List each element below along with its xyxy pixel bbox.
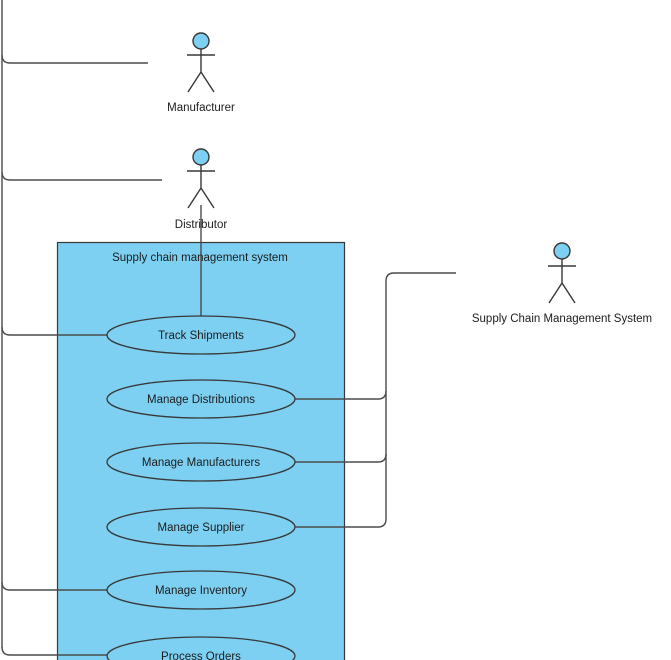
use-case-label: Manage Distributions (147, 394, 255, 406)
connector-scms-manage-supplier[interactable] (295, 272, 456, 528)
actor-label: Supply Chain Management System (472, 313, 652, 325)
connector-scms-manage-distributions[interactable] (295, 390, 387, 400)
use-case-ellipse (106, 570, 296, 610)
actor-head (553, 242, 571, 260)
actor-head (192, 32, 210, 50)
use-case-manage-inventory[interactable]: Manage Inventory (106, 570, 296, 610)
use-case-manage-distributions[interactable]: Manage Distributions (106, 379, 296, 419)
actor-supply-chain-management-system[interactable]: Supply Chain Management System (472, 242, 652, 325)
use-case-manage-manufacturers[interactable]: Manage Manufacturers (106, 442, 296, 482)
use-case-label: Manage Manufacturers (142, 457, 261, 469)
use-case-ellipse (106, 442, 296, 482)
connector-to-manufacturer[interactable] (1, 54, 148, 64)
actor-label: Distributor (175, 219, 228, 231)
use-case-ellipse (106, 315, 296, 355)
system-boundary-title: Supply chain management system (112, 252, 288, 264)
connector-to-distributor[interactable] (1, 171, 162, 181)
use-case-manage-supplier[interactable]: Manage Supplier (106, 507, 296, 547)
use-case-label: Manage Inventory (155, 585, 247, 597)
use-case-ellipse (106, 636, 296, 660)
actor-body (548, 259, 576, 304)
connector-to-track-shipments[interactable] (1, 326, 107, 336)
connectors (1, 0, 456, 656)
actor-body (187, 165, 215, 209)
connector-to-manage-inventory[interactable] (1, 581, 107, 591)
actor-distributor[interactable]: Distributor (175, 148, 228, 231)
use-case-ellipse (106, 507, 296, 547)
connector-scms-manage-manufacturers[interactable] (295, 453, 387, 463)
actor-head (192, 148, 210, 166)
actor-label: Manufacturer (167, 102, 235, 114)
use-case-process-orders[interactable]: Process Orders (106, 636, 296, 660)
actor-manufacturer[interactable]: Manufacturer (167, 32, 235, 114)
use-case-track-shipments[interactable]: Track Shipments (106, 315, 296, 355)
use-case-ellipse (106, 379, 296, 419)
use-case-label: Manage Supplier (158, 522, 245, 534)
connector-to-process-orders[interactable] (1, 646, 107, 656)
use-case-label: Process Orders (161, 651, 241, 660)
actor-body (187, 49, 215, 93)
use-case-label: Track Shipments (158, 330, 244, 342)
